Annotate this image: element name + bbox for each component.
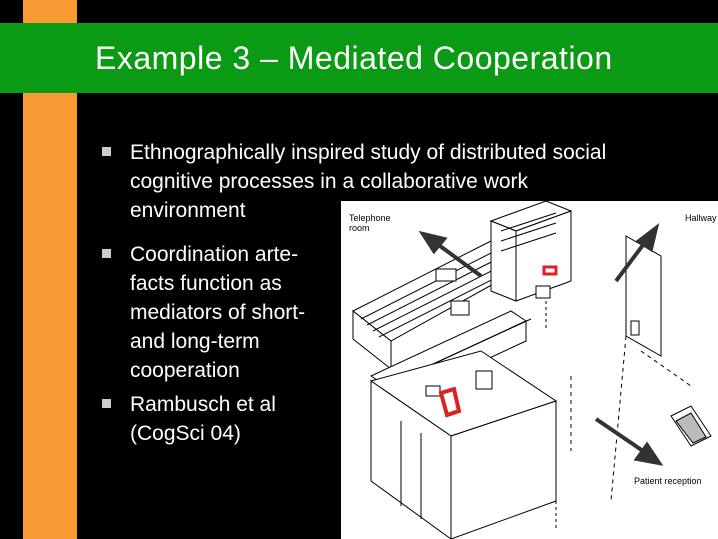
bullet-square-icon: [102, 147, 111, 156]
bullet-square-icon: [102, 399, 111, 408]
slide-title: Example 3 – Mediated Cooperation: [95, 40, 613, 76]
title-band: [0, 23, 718, 93]
bullet-text: Rambusch et al (CogSci 04): [130, 393, 276, 445]
telephone-room-label: Telephone room: [349, 213, 391, 233]
bullet-text: Coordination arte- facts function as med…: [130, 243, 306, 382]
bullet-square-icon: [102, 249, 111, 258]
bullet-text: Ethnographically inspired study of distr…: [130, 141, 607, 222]
floorplan-drawing: [352, 201, 712, 539]
patient-reception-label: Patient reception: [634, 476, 702, 486]
office-floorplan-figure: Telephone room Hallway Patient reception: [341, 201, 718, 539]
hallway-label: Hallway: [685, 213, 717, 223]
